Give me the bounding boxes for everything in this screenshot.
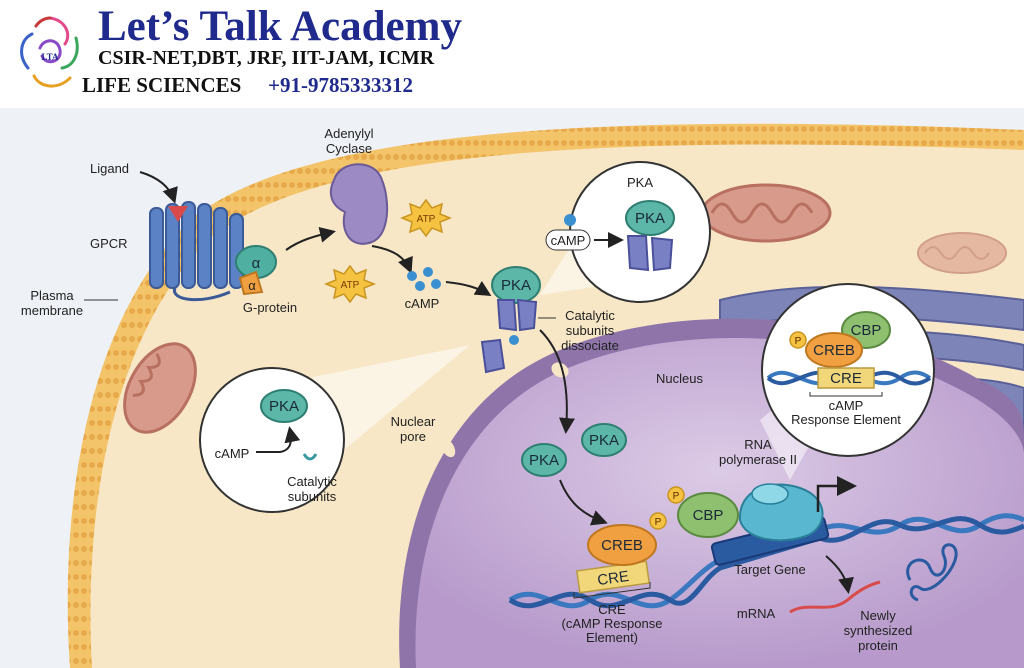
camp-signaling-diagram: α α ATP ATP PKA cAMP PKA bbox=[0, 108, 1024, 668]
atp-label-bottom: ATP bbox=[341, 280, 360, 291]
rna-polymerase-ii bbox=[738, 483, 824, 542]
mitochondrion-left bbox=[123, 342, 197, 434]
camp-label: cAMP bbox=[405, 296, 440, 311]
academy-logo-icon: LTA bbox=[20, 16, 79, 88]
nuclear-pore-line1: Nuclear bbox=[391, 414, 436, 429]
atp-burst-top: ATP bbox=[399, 198, 453, 238]
nuclear-pore-line2: pore bbox=[400, 429, 426, 444]
camp-free-dot bbox=[509, 335, 519, 345]
new-protein-line1: Newly bbox=[860, 608, 896, 623]
left-inset-camp-label: cAMP bbox=[215, 446, 250, 461]
atp-label-top: ATP bbox=[417, 214, 436, 225]
cyclase-arrow bbox=[285, 226, 336, 251]
nuclear-pka-1: PKA bbox=[521, 443, 567, 477]
nuclear-pka-1-label: PKA bbox=[529, 452, 559, 469]
rna-polymerase-line1: RNA bbox=[744, 437, 772, 452]
catalytic-dissociate-line2: subunits bbox=[566, 323, 615, 338]
left-inset-circle bbox=[199, 367, 345, 513]
logo-text: LTA bbox=[41, 52, 59, 62]
plasma-membrane-line2: membrane bbox=[21, 303, 83, 318]
left-inset-content: PKA cAMP Catalytic subunits bbox=[215, 389, 337, 504]
adenylyl-cyclase-line1: Adenylyl bbox=[324, 126, 373, 141]
nuclear-pka-2: PKA bbox=[581, 423, 627, 457]
ligand-icon bbox=[168, 206, 188, 222]
new-protein-icon bbox=[906, 543, 958, 602]
g-protein-label: G-protein bbox=[243, 300, 297, 315]
ligand-label: Ligand bbox=[90, 161, 129, 176]
inset-pka-label: PKA bbox=[635, 210, 665, 227]
cre-box bbox=[575, 560, 651, 594]
gene-to-mrna-arrow bbox=[825, 555, 854, 594]
catalytic-dissociate-line1: Catalytic bbox=[565, 308, 615, 323]
gpcr-label: GPCR bbox=[90, 236, 128, 251]
ligand-arrow bbox=[139, 171, 178, 204]
cbp-label: CBP bbox=[693, 507, 724, 524]
mrna-strand bbox=[789, 580, 881, 614]
pka-inset-content: cAMP PKA bbox=[545, 200, 675, 272]
g-alpha-sub-label: α bbox=[248, 278, 256, 293]
target-gene-label: Target Gene bbox=[734, 562, 806, 577]
catalytic-dissociate-line3: dissociate bbox=[561, 338, 619, 353]
cre-caption-line2: (cAMP Response bbox=[562, 616, 663, 631]
mitochondrion-top bbox=[700, 183, 832, 243]
left-inset-catalytic-line2: subunits bbox=[288, 489, 337, 504]
header-banner: LTA Let’s Talk Academy CSIR-NET,DBT, JRF… bbox=[0, 0, 1024, 108]
adenylyl-cyclase bbox=[329, 163, 389, 245]
new-protein-line2: synthesized bbox=[844, 623, 913, 638]
creb-inset-content: CBP CREB P CRE cAMP Response Element bbox=[766, 311, 932, 427]
nucleus-label: Nucleus bbox=[656, 371, 703, 386]
g-alpha-label: α bbox=[252, 255, 261, 272]
inset-camp-response-line1: cAMP bbox=[829, 398, 864, 413]
creb-p-label: P bbox=[655, 517, 662, 528]
academy-title: Let’s Talk Academy bbox=[98, 3, 462, 50]
camp-molecules bbox=[407, 267, 441, 291]
g-protein: α α bbox=[235, 245, 277, 296]
camp-to-pka-arrow bbox=[445, 280, 492, 297]
inset-cre-label: CRE bbox=[830, 370, 862, 387]
phone-number: +91-9785333312 bbox=[268, 73, 413, 97]
cre-caption-line1: CRE bbox=[598, 602, 626, 617]
inset-cbp-label: CBP bbox=[851, 322, 882, 339]
dna-strand-2 bbox=[508, 516, 1024, 609]
pka-holoenzyme: PKA bbox=[491, 266, 541, 332]
atp-burst-bottom: ATP bbox=[323, 264, 377, 304]
cre-caption-line3: Element) bbox=[586, 630, 638, 645]
life-sciences-label: LIFE SCIENCES bbox=[82, 73, 242, 97]
cre-label: CRE bbox=[596, 568, 630, 589]
cre-bracket bbox=[573, 582, 651, 599]
mrna-label: mRNA bbox=[737, 606, 776, 621]
inset-camp-response-line2: Response Element bbox=[791, 412, 901, 427]
inset-creb-label: CREB bbox=[813, 342, 855, 359]
exam-list: CSIR-NET,DBT, JRF, IIT-JAM, ICMR bbox=[98, 47, 435, 69]
cbp-protein: CBP P bbox=[667, 486, 739, 538]
new-protein-line3: protein bbox=[858, 638, 898, 653]
gpcr-receptor bbox=[149, 201, 244, 289]
rna-polymerase-line2: polymerase II bbox=[719, 452, 797, 467]
catalytic-to-nucleus-arrow bbox=[539, 329, 575, 434]
cbp-p-label: P bbox=[673, 491, 680, 502]
pka-holo-label: PKA bbox=[501, 277, 531, 294]
pka-to-creb-arrow bbox=[559, 479, 608, 526]
creb-protein: CREB P bbox=[587, 512, 667, 566]
plasma-membrane-line1: Plasma bbox=[30, 288, 74, 303]
left-inset-catalytic-line1: Catalytic bbox=[287, 474, 337, 489]
nuclear-pka-2-label: PKA bbox=[589, 432, 619, 449]
gpcr-tail bbox=[173, 287, 231, 302]
adenylyl-cyclase-line2: Cyclase bbox=[326, 141, 372, 156]
creb-label: CREB bbox=[601, 537, 643, 554]
mitochondrion-right bbox=[917, 232, 1007, 274]
inset-camp-label: cAMP bbox=[551, 233, 586, 248]
catalytic-subunit-free bbox=[480, 338, 506, 374]
atp-to-camp-arrow bbox=[371, 245, 413, 274]
transcription-start-arrow bbox=[816, 476, 857, 512]
left-inset-pka-label: PKA bbox=[269, 398, 299, 415]
inset-pka-title: PKA bbox=[627, 175, 653, 190]
inset-p-label: P bbox=[795, 336, 802, 347]
